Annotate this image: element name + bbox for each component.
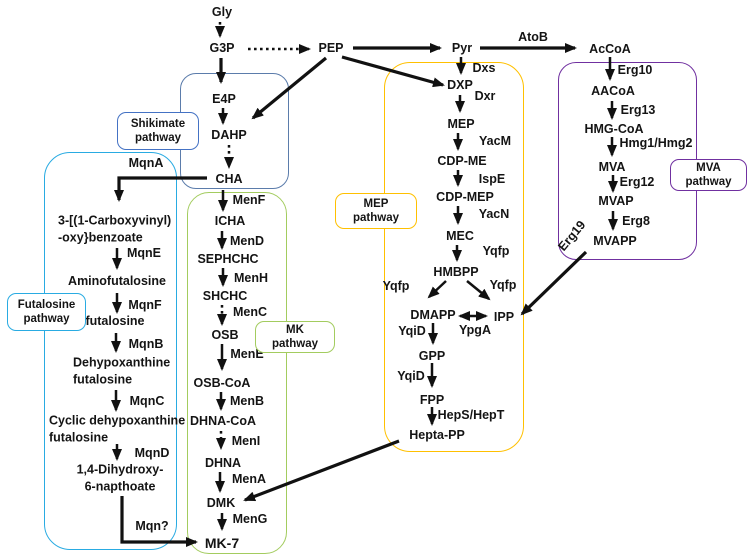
node-dhna: DHNA [204,455,242,470]
arrow-hmbpp-ipp [466,280,491,301]
enzyme-mqn-unknown: Mqn? [135,518,169,533]
enzyme-ypga: YpgA [459,322,491,337]
node-mvapp: MVAPP [593,233,637,248]
node-e4p: E4P [212,91,236,106]
node-hmbpp: HMBPP [433,264,479,279]
node-gly: Gly [211,4,233,19]
node-accoa: AcCoA [589,41,631,56]
node-fpp: FPP [419,392,445,407]
enzyme-menc: MenC [232,304,268,319]
node-g3p: G3P [209,40,235,55]
node-osb-coa: OSB-CoA [193,375,251,390]
arrow-dihydroxy-mk7 [120,496,198,547]
node-mvap: MVAP [598,193,634,208]
enzyme-mqnd: MqnD [134,445,170,460]
enzyme-dxs: Dxs [472,60,496,75]
node-cdp-mep: CDP-MEP [436,189,494,204]
enzyme-mqna: MqnA [128,155,164,170]
enzyme-erg10: Erg10 [617,62,653,77]
mva-pathway-label: MVA pathway [670,159,747,191]
node-pyr: Pyr [451,40,473,55]
node-dmk: DMK [206,495,236,510]
node-futalosine: futalosine [85,313,145,328]
enzyme-erg12: Erg12 [619,174,655,189]
node-mec: MEC [446,228,474,243]
node-cha: CHA [215,171,243,186]
enzyme-meng: MenG [232,511,268,526]
enzyme-menf: MenF [232,192,266,207]
enzyme-yqfp-left: Yqfp [382,278,410,293]
node-hmg-coa: HMG-CoA [584,121,644,136]
enzyme-mene: MenE [230,346,264,361]
node-dmapp: DMAPP [410,307,456,322]
mk-pathway-box [187,192,287,554]
node-hepta-pp: Hepta-PP [409,427,465,442]
enzyme-dxr: Dxr [474,88,496,103]
node-aminofutalosine: Aminofutalosine [68,273,166,288]
enzyme-atob: AtoB [518,29,548,44]
node-mva: MVA [598,159,626,174]
node-mk7: MK-7 [204,534,240,551]
enzyme-yqfp-mec: Yqfp [482,243,510,258]
enzyme-erg13: Erg13 [620,102,656,117]
arrow-pep-dxp [341,55,445,88]
enzyme-menh: MenH [233,270,269,285]
enzyme-menb: MenB [229,393,265,408]
enzyme-mqnf: MqnF [128,297,162,312]
node-icha: ICHA [214,213,246,228]
arrow-mvapp-ipp [520,250,588,316]
enzyme-mqnb: MqnB [128,336,164,351]
mep-pathway-label: MEP pathway [335,193,417,229]
enzyme-mqnc: MqnC [129,393,165,408]
enzyme-yqfp-right: Yqfp [489,277,517,292]
enzyme-yqid-gpp: YqiD [397,368,425,383]
futalosine-pathway-label: Futalosine pathway [7,293,86,331]
node-aacoa: AACoA [591,83,635,98]
enzyme-yacm: YacM [479,133,511,148]
mep-pathway-box [384,62,524,452]
node-carboxyvinyl-benzoate: 3-[(1-Carboxyvinyl) -oxy}benzoate [58,213,172,245]
node-dxp: DXP [447,77,473,92]
node-dhna-coa: DHNA-CoA [190,413,256,428]
enzyme-yacn: YacN [478,206,510,221]
arrow-heptapp-dmk [243,439,400,502]
mk-pathway-label: MK pathway [255,321,335,353]
node-dahp: DAHP [211,127,247,142]
enzyme-mend: MenD [229,233,265,248]
enzyme-erg8: Erg8 [622,213,650,228]
enzyme-mena: MenA [231,471,267,486]
enzyme-ispe: IspE [478,171,506,186]
node-shchc: SHCHC [202,288,248,303]
node-dihydroxy-napthoate: 1,4-Dihydroxy- 6-napthoate [76,462,164,494]
enzyme-heps-hept: HepS/HepT [437,407,505,422]
enzyme-hmg1-hmg2: Hmg1/Hmg2 [619,135,693,150]
arrow-pep-dahp [251,56,328,120]
node-cdp-me: CDP-ME [437,153,487,168]
node-dehypoxanthine-futalosine: Dehypoxanthine futalosine [73,355,171,387]
enzyme-mqne: MqnE [126,245,162,260]
enzyme-yqid-dmapp: YqiD [398,323,426,338]
node-ipp: IPP [493,309,515,324]
futalosine-pathway-box [44,152,177,550]
node-gpp: GPP [418,348,446,363]
node-cyclic-dehypoxanthine-futalosine: Cyclic dehypoxanthine futalosine [49,413,186,445]
arrow-hmbpp-dmapp [427,280,447,299]
node-mep: MEP [447,116,475,131]
node-sephchc: SEPHCHC [197,251,259,266]
node-osb: OSB [211,327,239,342]
enzyme-meni: MenI [231,433,261,448]
shikimate-pathway-label: Shikimate pathway [117,112,199,150]
node-pep: PEP [318,40,344,55]
arrow-cha-benzoate [114,176,207,202]
